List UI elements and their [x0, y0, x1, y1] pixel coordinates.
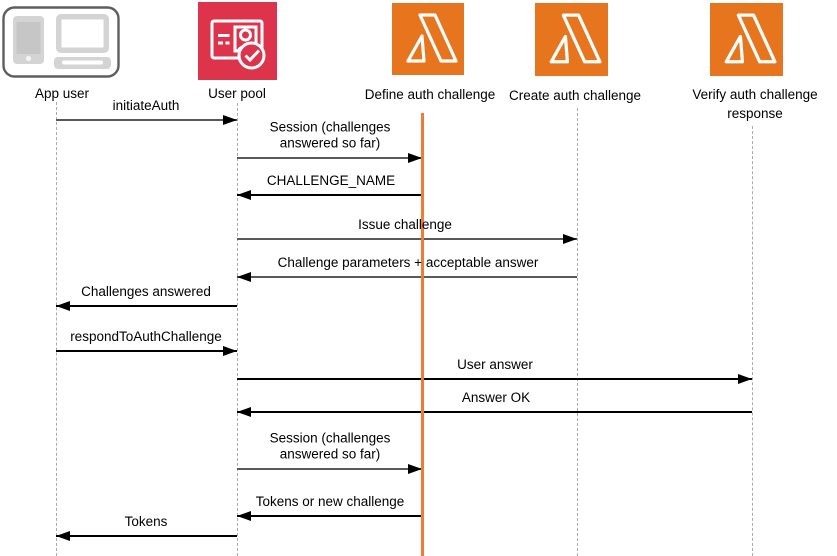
- message-line-session-1: [237, 157, 422, 159]
- lambda-main-stroke: [736, 13, 777, 64]
- message-line-respond-to-auth-challenge: [56, 350, 237, 352]
- message-label-line: respondToAuthChallenge: [70, 328, 222, 344]
- arrowhead-challenge-parameters: [237, 272, 251, 282]
- lambda-leg: [549, 34, 570, 64]
- phone-screen: [16, 22, 41, 54]
- actor-label-line: Verify auth challenge: [692, 87, 818, 102]
- message-label-line: User answer: [457, 356, 533, 372]
- message-label-challenges-answered: Challenges answered: [81, 284, 211, 300]
- message-line-tokens: [56, 535, 237, 537]
- arrowhead-challenges-answered: [56, 301, 70, 311]
- message-label-tokens-or-new-challenge: Tokens or new challenge: [256, 494, 405, 510]
- actor-label-user-pool: User pool: [208, 85, 266, 104]
- message-label-challenge-name: CHALLENGE_NAME: [267, 173, 395, 189]
- check-circle: [237, 41, 266, 70]
- message-line-user-answer: [237, 378, 752, 380]
- message-label-answer-ok: Answer OK: [462, 390, 530, 406]
- actor-label-line: Define auth challenge: [364, 87, 496, 102]
- arrowhead-session-2: [408, 464, 422, 474]
- message-label-line: Challenge parameters + acceptable answer: [277, 254, 539, 270]
- message-line-challenge-parameters: [237, 276, 577, 278]
- message-line-issue-challenge: [237, 238, 577, 240]
- lambda-icon: [710, 3, 783, 76]
- arrowhead-respond-to-auth-challenge: [223, 346, 237, 356]
- lifeline-verify-auth-challenge: [751, 126, 753, 556]
- lambda-leg: [724, 34, 745, 64]
- lambda-icon: [392, 3, 464, 75]
- message-line-challenges-answered: [56, 305, 237, 307]
- message-label-line: Session (challenges: [269, 119, 391, 135]
- arrowhead-user-answer: [738, 374, 752, 384]
- lifeline-create-auth-challenge: [576, 108, 578, 556]
- message-label-challenge-parameters: Challenge parameters + acceptable answer: [278, 255, 539, 271]
- message-line-initiate-auth: [56, 119, 237, 121]
- id-card-outline: [210, 19, 264, 60]
- message-line-challenge-name: [237, 194, 422, 196]
- message-label-line: Tokens or new challenge: [255, 493, 405, 509]
- person-head: [239, 28, 252, 42]
- laptop-screen: [61, 19, 104, 48]
- message-label-user-answer: User answer: [457, 357, 533, 373]
- lifeline-user-pool: [236, 103, 238, 556]
- message-line-answer-ok: [237, 411, 752, 413]
- arrowhead-session-1: [408, 153, 422, 163]
- lifeline-app-user: [55, 102, 57, 556]
- arrowhead-issue-challenge: [563, 234, 577, 244]
- message-label-line: CHALLENGE_NAME: [266, 172, 396, 188]
- message-label-issue-challenge: Issue challenge: [358, 217, 452, 233]
- message-label-line: Tokens: [124, 513, 168, 529]
- actor-label-line: response: [727, 105, 783, 121]
- arrowhead-answer-ok: [237, 407, 251, 417]
- lifeline-define-auth-challenge: [420, 113, 424, 556]
- message-label-line: Issue challenge: [358, 216, 452, 232]
- actor-label-app-user: App user: [35, 85, 89, 104]
- user-pool-icon: [198, 2, 277, 80]
- lambda-icon: [535, 3, 608, 76]
- actor-label-define-auth-challenge: Define auth challenge: [365, 86, 496, 105]
- message-label-line: initiateAuth: [112, 97, 180, 113]
- message-label-initiate-auth: initiateAuth: [113, 98, 180, 114]
- lambda-main-stroke: [561, 13, 602, 64]
- message-line-session-2: [237, 468, 422, 470]
- arrowhead-tokens: [56, 531, 70, 541]
- arrowhead-tokens-or-new-challenge: [237, 511, 251, 521]
- laptop-base-slot: [62, 60, 103, 65]
- message-line-tokens-or-new-challenge: [237, 515, 422, 517]
- message-label-line: answered so far): [279, 135, 381, 151]
- arrowhead-initiate-auth: [223, 115, 237, 125]
- message-label-line: answered so far): [279, 446, 381, 462]
- arrowhead-challenge-name: [237, 190, 251, 200]
- devices-icon: [2, 6, 120, 78]
- phone-home-dot: [25, 55, 32, 62]
- actor-label-line: Create auth challenge: [508, 88, 642, 103]
- lambda-main-stroke: [418, 13, 458, 63]
- message-label-respond-to-auth-challenge: respondToAuthChallenge: [70, 329, 222, 345]
- lambda-leg: [406, 34, 426, 63]
- actor-label-create-auth-challenge: Create auth challenge: [509, 87, 641, 106]
- message-label-line: Challenges answered: [81, 283, 211, 299]
- actor-label-line: App user: [34, 86, 90, 101]
- message-label-line: Answer OK: [461, 389, 531, 405]
- actor-label-verify-auth-challenge: Verify auth challenge response: [692, 86, 817, 124]
- message-label-tokens: Tokens: [125, 514, 168, 530]
- message-label-line: Session (challenges: [269, 430, 391, 446]
- check-mark: [244, 49, 261, 63]
- actor-label-line: User pool: [208, 86, 266, 101]
